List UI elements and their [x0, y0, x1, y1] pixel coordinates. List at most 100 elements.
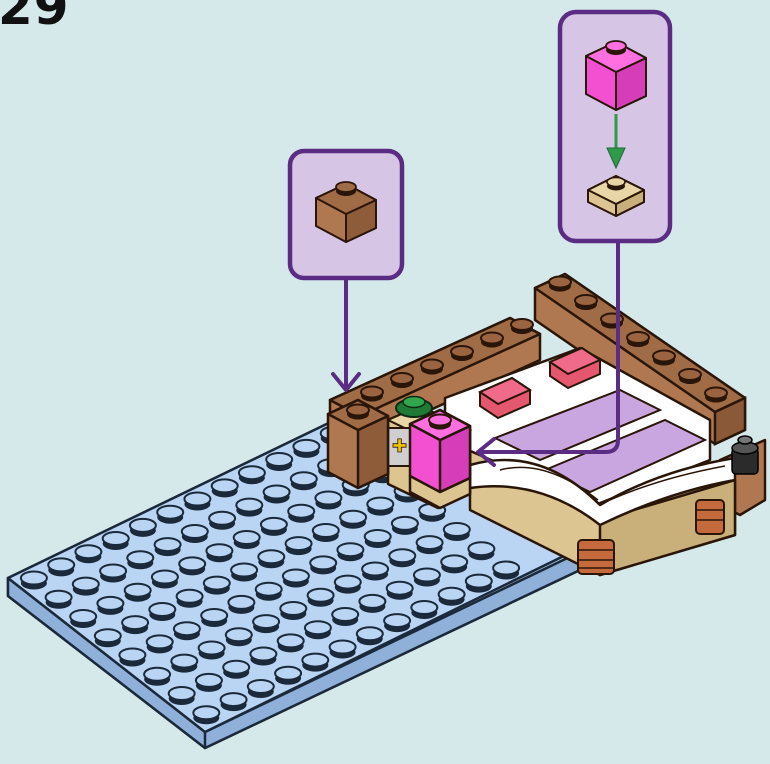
baseplate-stud [389, 549, 415, 567]
baseplate-stud [293, 440, 319, 458]
baseplate-stud [125, 584, 151, 602]
baseplate-stud [444, 523, 470, 541]
baseplate-stud [201, 609, 227, 627]
baseplate-stud [21, 572, 47, 590]
rail-stud [653, 351, 675, 366]
baseplate-stud [308, 589, 334, 607]
baseplate-stud [305, 621, 331, 639]
baseplate-stud [340, 511, 366, 529]
baseplate-stud [97, 597, 123, 615]
baseplate-stud [130, 519, 156, 537]
baseplate-stud [182, 525, 208, 543]
placed-brown-brick [328, 400, 388, 488]
baseplate-stud [468, 542, 494, 560]
baseplate-stud [414, 569, 440, 587]
baseplate-stud [196, 674, 222, 692]
baseplate-stud [234, 531, 260, 549]
baseplate-stud [169, 687, 195, 705]
baseplate-stud [256, 583, 282, 601]
baseplate-stud [392, 517, 418, 535]
baseplate-stud [221, 693, 247, 711]
baseplate-stud [278, 634, 304, 652]
rail-stud [391, 373, 413, 388]
baseplate-stud [250, 648, 276, 666]
baseplate-stud [365, 530, 391, 548]
baseplate-stud [411, 601, 437, 619]
baseplate-stud [384, 614, 410, 632]
baseplate-stud [387, 582, 413, 600]
baseplate-stud [239, 466, 265, 484]
baseplate-stud [236, 499, 262, 517]
baseplate-stud [226, 628, 252, 646]
baseplate-stud [174, 622, 200, 640]
baseplate-stud [266, 453, 292, 471]
baseplate-stud [127, 551, 153, 569]
baseplate-stud [152, 571, 178, 589]
baseplate-stud [466, 575, 492, 593]
rail-stud [511, 319, 533, 334]
baseplate-stud [147, 635, 173, 653]
baseplate-stud [103, 532, 129, 550]
baseplate-stud [179, 557, 205, 575]
baseplate-stud [206, 544, 232, 562]
baseplate-stud [367, 498, 393, 516]
rail-stud [549, 277, 571, 292]
baseplate-stud [177, 590, 203, 608]
baseplate-stud [315, 492, 341, 510]
svg-text:✚: ✚ [392, 436, 407, 457]
baseplate-stud [337, 543, 363, 561]
baseplate-stud [493, 562, 519, 580]
bedpost-knob [732, 436, 758, 474]
baseplate-stud [357, 627, 383, 645]
baseplate-stud [258, 550, 284, 568]
rail-stud [481, 333, 503, 348]
baseplate-stud [302, 654, 328, 672]
rail-stud [421, 360, 443, 375]
baseplate-stud [310, 556, 336, 574]
rail-stud [575, 295, 597, 310]
baseplate-stud [330, 641, 356, 659]
baseplate-stud [280, 602, 306, 620]
rail-stud [679, 369, 701, 384]
baseplate-stud [100, 565, 126, 583]
baseplate-stud [212, 479, 238, 497]
baseplate-stud [359, 595, 385, 613]
callout-brown-pointer-arrow [333, 280, 359, 390]
baseplate-stud [75, 545, 101, 563]
baseplate-stud [291, 472, 317, 490]
baseplate-stud [70, 610, 96, 628]
baseplate-stud [122, 616, 148, 634]
baseplate-stud [193, 706, 219, 724]
baseplate-stud [95, 629, 121, 647]
baseplate-stud [223, 661, 249, 679]
baseplate-stud [362, 563, 388, 581]
baseplate-stud [283, 570, 309, 588]
baseplate-stud [184, 493, 210, 511]
baseplate-stud [119, 649, 145, 667]
baseplate-stud [264, 486, 290, 504]
baseplate-stud [253, 615, 279, 633]
baseplate-stud [171, 655, 197, 673]
rail-stud [451, 346, 473, 361]
placed-pink-brick [410, 410, 470, 508]
callout-pink-brick-on-tan-tile [560, 12, 670, 241]
baseplate-stud [231, 564, 257, 582]
baseplate-stud [149, 603, 175, 621]
baseplate-stud [144, 668, 170, 686]
baseplate-stud [439, 588, 465, 606]
baseplate-stud [441, 555, 467, 573]
baseplate-stud [275, 667, 301, 685]
baseplate-stud [73, 578, 99, 596]
baseplate-stud [48, 558, 74, 576]
baseplate-stud [155, 538, 181, 556]
baseplate-stud [228, 596, 254, 614]
baseplate-stud [286, 537, 312, 555]
baseplate-stud [209, 512, 235, 530]
baseplate-stud [157, 506, 183, 524]
rail-stud [705, 388, 727, 403]
baseplate-stud [417, 536, 443, 554]
callout-brown-brick [290, 151, 402, 278]
baseplate-stud [335, 576, 361, 594]
baseplate-stud [261, 518, 287, 536]
